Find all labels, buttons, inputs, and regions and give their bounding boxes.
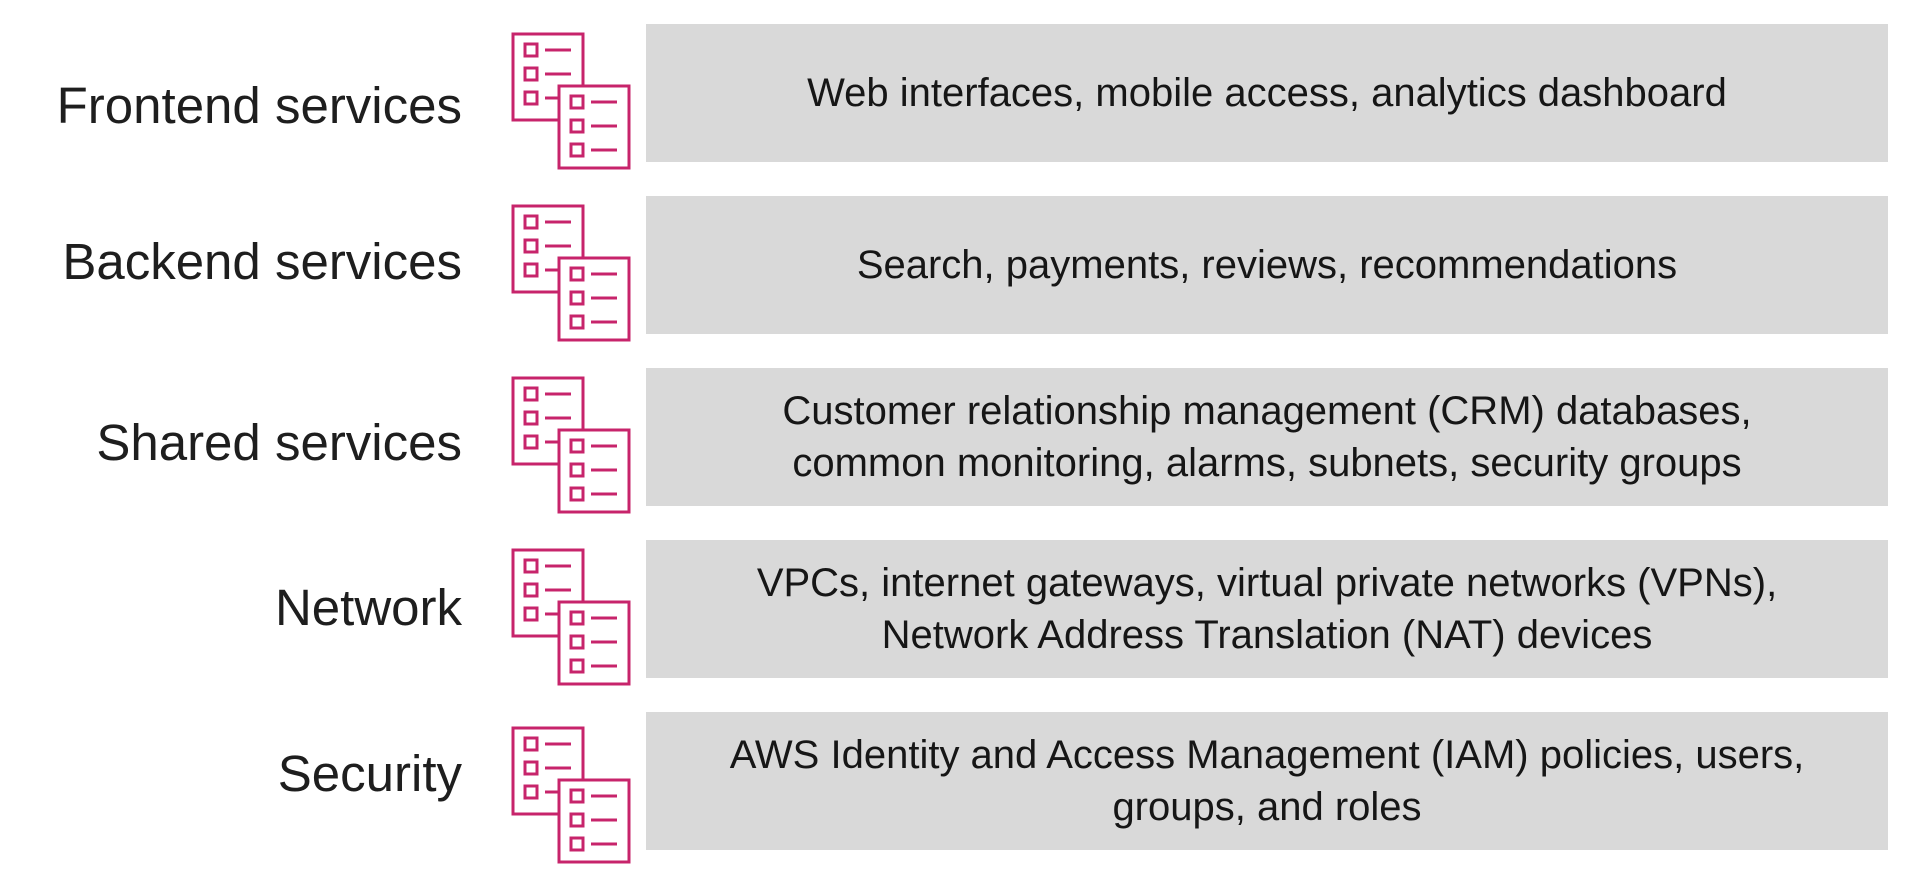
layer-label: Shared services — [96, 414, 462, 471]
service-catalog-icon — [503, 724, 633, 864]
layer-label: Frontend services — [56, 77, 462, 134]
layer-shared-services: Shared services Customer relationship ma… — [0, 368, 1932, 514]
layer-description-box: VPCs, internet gateways, virtual private… — [646, 540, 1888, 678]
service-catalog-icon — [503, 202, 633, 342]
layer-description: AWS Identity and Access Management (IAM)… — [729, 733, 1805, 829]
layer-frontend-services: Frontend services Web interfaces, mobile… — [0, 24, 1932, 170]
layer-description-box: AWS Identity and Access Management (IAM)… — [646, 712, 1888, 850]
layer-description: Search, payments, reviews, recommendatio… — [856, 243, 1678, 287]
layer-description-box: Customer relationship management (CRM) d… — [646, 368, 1888, 506]
layer-description: VPCs, internet gateways, virtual private… — [756, 561, 1778, 657]
service-catalog-icon — [503, 546, 633, 686]
layer-label: Network — [274, 579, 462, 636]
layer-description: Customer relationship management (CRM) d… — [782, 389, 1752, 485]
layer-label: Security — [277, 745, 462, 802]
service-catalog-icon — [503, 374, 633, 514]
layer-description-box: Search, payments, reviews, recommendatio… — [646, 196, 1888, 334]
layer-description: Web interfaces, mobile access, analytics… — [807, 71, 1727, 115]
service-catalog-icon — [503, 30, 633, 170]
layer-network: Network VPCs, internet gateways, virtual… — [0, 540, 1932, 686]
layer-label: Backend services — [62, 233, 462, 290]
layer-security: Security AWS Identity and Access Managem… — [0, 712, 1932, 864]
layer-backend-services: Backend services Search, payments, revie… — [0, 196, 1932, 342]
layer-description-box: Web interfaces, mobile access, analytics… — [646, 24, 1888, 162]
